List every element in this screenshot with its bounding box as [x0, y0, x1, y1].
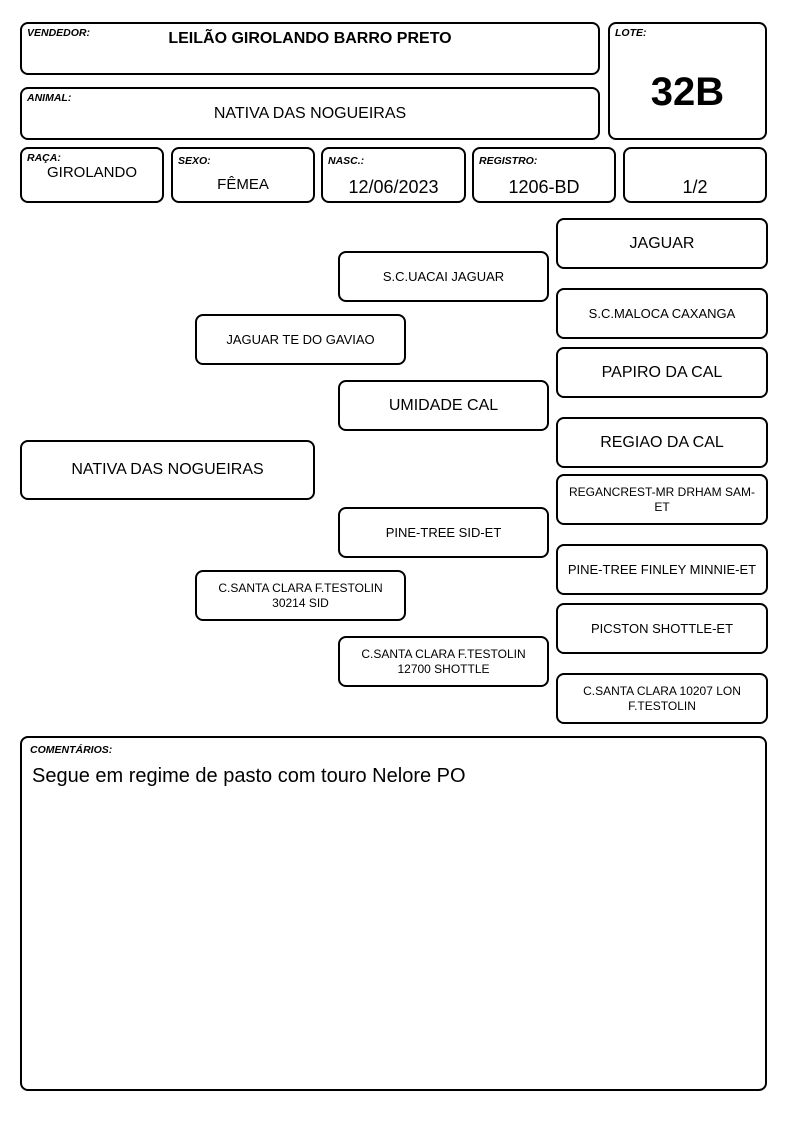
raca-box: RAÇA: GIROLANDO — [20, 147, 164, 203]
pedigree-ggp-1: JAGUAR — [556, 218, 768, 269]
registro-value: 1206-BD — [508, 177, 580, 197]
registro-label: REGISTRO: — [479, 155, 538, 167]
pedigree-dam-sire: PINE-TREE SID-ET — [338, 507, 549, 558]
pedigree-dam-dam: C.SANTA CLARA F.TESTOLIN 12700 SHOTTLE — [338, 636, 549, 687]
grau-box: 1/2 — [623, 147, 767, 203]
pedigree-animal: NATIVA DAS NOGUEIRAS — [20, 440, 315, 500]
sexo-value: FÊMEA — [217, 176, 269, 193]
lote-value: 32B — [650, 70, 725, 114]
pedigree-ggp-3: PAPIRO DA CAL — [556, 347, 768, 398]
grau-value: 1/2 — [682, 177, 708, 197]
sexo-box: SEXO: FÊMEA — [171, 147, 315, 203]
comments-box: COMENTÁRIOS: Segue em regime de pasto co… — [20, 736, 767, 1091]
vendedor-label: VENDEDOR: — [27, 27, 91, 39]
lote-label: LOTE: — [615, 27, 647, 39]
raca-label: RAÇA: — [27, 152, 61, 164]
pedigree-ggp-5: REGANCREST-MR DRHAM SAM-ET — [556, 474, 768, 525]
vendedor-box: VENDEDOR: LEILÃO GIROLANDO BARRO PRETO — [20, 22, 600, 75]
pedigree-ggp-7: PICSTON SHOTTLE-ET — [556, 603, 768, 654]
animal-label: ANIMAL: — [27, 92, 72, 104]
pedigree-ggp-2: S.C.MALOCA CAXANGA — [556, 288, 768, 339]
animal-value: NATIVA DAS NOGUEIRAS — [213, 105, 407, 122]
animal-box: ANIMAL: NATIVA DAS NOGUEIRAS — [20, 87, 600, 140]
lote-box: LOTE: 32B — [608, 22, 767, 140]
comments-text: Segue em regime de pasto com touro Nelor… — [32, 765, 466, 787]
pedigree-sire-sire: S.C.UACAI JAGUAR — [338, 251, 549, 302]
pedigree-ggp-4: REGIAO DA CAL — [556, 417, 768, 468]
nasc-value: 12/06/2023 — [348, 177, 439, 197]
pedigree-sire: JAGUAR TE DO GAVIAO — [195, 314, 406, 365]
pedigree-ggp-6: PINE-TREE FINLEY MINNIE-ET — [556, 544, 768, 595]
pedigree-dam: C.SANTA CLARA F.TESTOLIN 30214 SID — [195, 570, 406, 621]
registro-box: REGISTRO: 1206-BD — [472, 147, 616, 203]
comments-label: COMENTÁRIOS: — [30, 744, 113, 756]
vendedor-value: LEILÃO GIROLANDO BARRO PRETO — [168, 30, 452, 47]
pedigree-sire-dam: UMIDADE CAL — [338, 380, 549, 431]
raca-value: GIROLANDO — [46, 164, 137, 181]
sexo-label: SEXO: — [178, 155, 211, 167]
pedigree-ggp-8: C.SANTA CLARA 10207 LON F.TESTOLIN — [556, 673, 768, 724]
nasc-box: NASC.: 12/06/2023 — [321, 147, 466, 203]
nasc-label: NASC.: — [328, 155, 365, 167]
